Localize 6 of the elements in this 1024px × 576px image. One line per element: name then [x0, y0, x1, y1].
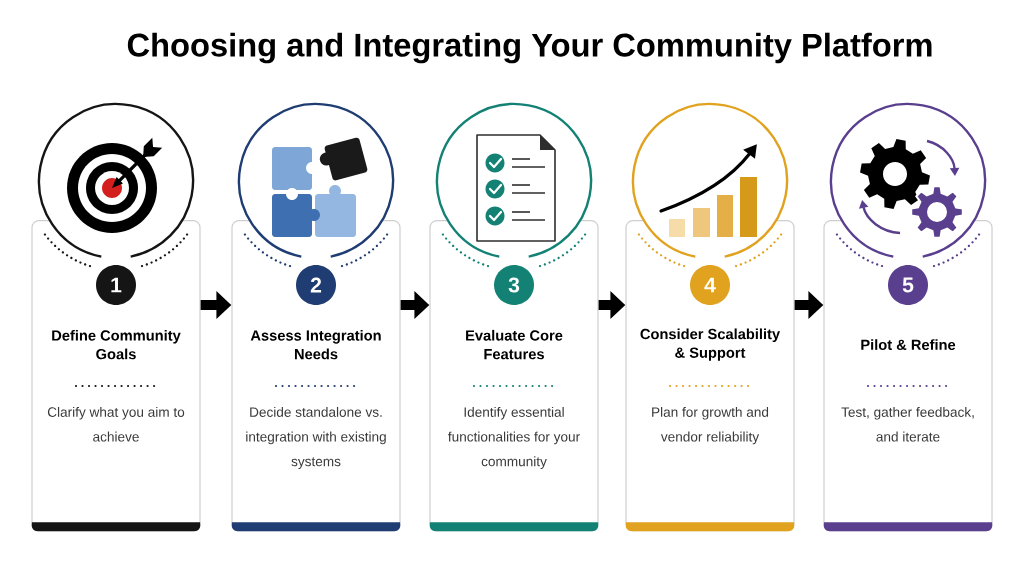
number-badge: 2 [296, 265, 336, 305]
number-badge: 3 [494, 265, 534, 305]
number-badge: 1 [96, 265, 136, 305]
title: Choosing and Integrating Your Community Platform [127, 32, 932, 64]
number-badge: 4 [690, 265, 730, 305]
number-badge: 5 [888, 265, 928, 305]
